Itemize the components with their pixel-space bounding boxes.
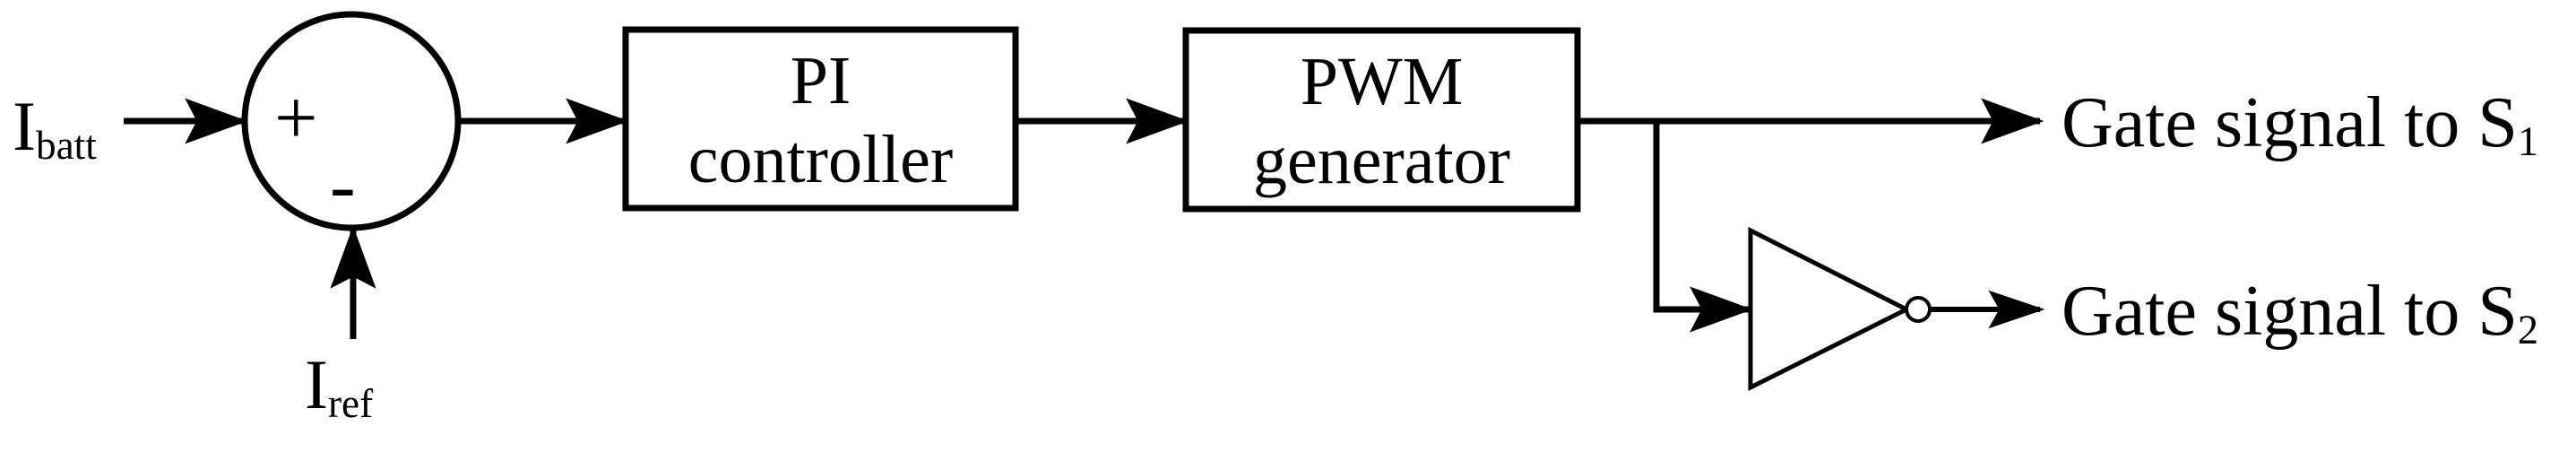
block-label-pwm-generator: PWM generator — [1186, 42, 1578, 200]
output-label-gate-s1: Gate signal to S1 — [2062, 87, 2538, 162]
not-gate-bubble-icon — [1905, 296, 1932, 323]
i-batt-base: I — [13, 87, 36, 165]
summing-junction-plus-sign: + — [274, 74, 318, 161]
pwm-generator-line1: PWM — [1300, 44, 1464, 119]
input-label-i-batt: Ibatt — [13, 91, 97, 166]
i-ref-base: I — [305, 345, 328, 423]
i-ref-subscript: ref — [327, 380, 374, 426]
gate-s1-base: Gate signal to S — [2062, 83, 2518, 162]
pi-controller-line2: controller — [687, 122, 954, 198]
summing-junction-circle — [241, 11, 462, 231]
i-batt-subscript: batt — [35, 122, 97, 168]
gate-s2-base: Gate signal to S — [2062, 272, 2518, 351]
not-gate-triangle — [1748, 226, 1912, 392]
wire-pwm-branch-to-inverter — [1653, 121, 1753, 333]
gate-s2-subscript: 2 — [2517, 307, 2539, 353]
output-label-gate-s2: Gate signal to S2 — [2062, 275, 2538, 351]
pi-controller-line1: PI — [790, 43, 851, 118]
block-label-pi-controller: PI controller — [626, 41, 1016, 199]
pwm-generator-line2: generator — [1253, 123, 1510, 199]
gate-s1-subscript: 1 — [2517, 118, 2539, 165]
input-label-i-ref: Iref — [305, 350, 373, 424]
summing-junction-minus-sign: - — [330, 142, 356, 228]
